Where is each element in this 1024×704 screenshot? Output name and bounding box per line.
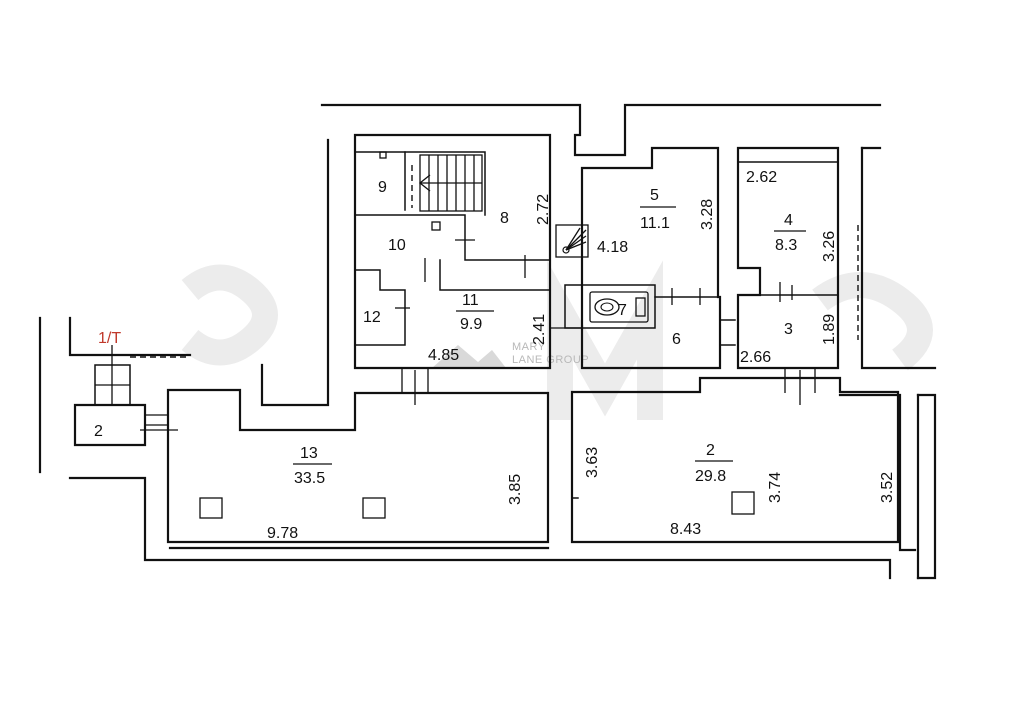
room-dimension: 2.41 bbox=[531, 314, 548, 345]
middle-block: 5 11.1 3.28 4.18 7 6 bbox=[550, 146, 736, 370]
room-dimension: 3.85 bbox=[507, 474, 524, 505]
room-area: 9.9 bbox=[460, 316, 482, 333]
room-number: 11 bbox=[462, 292, 479, 309]
room-dimension: 1.89 bbox=[821, 314, 838, 345]
room-dimension: 9.78 bbox=[267, 525, 298, 542]
room-dimension: 3.63 bbox=[584, 447, 601, 478]
room-number: 5 bbox=[650, 187, 659, 204]
column-icon bbox=[362, 497, 386, 519]
room-area: 29.8 bbox=[695, 468, 726, 485]
room-dimension: 2.62 bbox=[746, 169, 777, 186]
room-14: 2 1/T bbox=[73, 330, 190, 447]
room-2: 3.63 2 29.8 3.74 3.52 8.43 bbox=[570, 376, 900, 544]
column-icon bbox=[199, 497, 223, 519]
room-number: 4 bbox=[784, 212, 793, 229]
room-dimension: 3.28 bbox=[699, 199, 716, 230]
room-dimension: 2.72 bbox=[535, 194, 552, 225]
room-dimension: 3.26 bbox=[821, 231, 838, 262]
room-number: 7 bbox=[618, 302, 627, 319]
room-dimension: 4.18 bbox=[597, 239, 628, 256]
room-area: 8.3 bbox=[775, 237, 797, 254]
room-number: 3 bbox=[784, 321, 793, 338]
room-dimension: 4.85 bbox=[428, 347, 459, 364]
ventilation-shaft-icon bbox=[555, 224, 589, 258]
left-upper-block: 9 10 8 2.72 12 11 9.9 2.41 4.85 bbox=[353, 133, 552, 405]
room-dimension: 3.52 bbox=[879, 472, 896, 503]
room-number: 2 bbox=[94, 423, 103, 440]
toilet-icon bbox=[589, 291, 649, 323]
room-dimension: 8.43 bbox=[670, 521, 701, 538]
room-number: 8 bbox=[500, 210, 509, 227]
outside-label: 1/T bbox=[98, 330, 121, 347]
room-number: 6 bbox=[672, 331, 681, 348]
room-number: 13 bbox=[300, 445, 318, 462]
room-dimension: 2.66 bbox=[740, 349, 771, 366]
room-dimension: 3.74 bbox=[767, 472, 784, 503]
room-number: 2 bbox=[706, 442, 715, 459]
stair-icon bbox=[411, 154, 483, 212]
column-icon bbox=[731, 491, 755, 515]
room-13: 13 33.5 3.85 9.78 bbox=[166, 388, 550, 544]
room-number: 10 bbox=[388, 237, 406, 254]
watermark-logo-icon bbox=[432, 345, 506, 368]
right-block: 2.62 4 8.3 3.26 3 1.89 2.66 bbox=[736, 146, 859, 405]
room-number: 9 bbox=[378, 179, 387, 196]
watermark-line1: MARY bbox=[512, 341, 546, 353]
outer-walls bbox=[38, 103, 937, 580]
room-area: 11.1 bbox=[640, 215, 670, 232]
room-number: 12 bbox=[363, 309, 381, 326]
watermark: MARY LANE GROUP bbox=[181, 260, 933, 420]
room-area: 33.5 bbox=[294, 470, 325, 487]
